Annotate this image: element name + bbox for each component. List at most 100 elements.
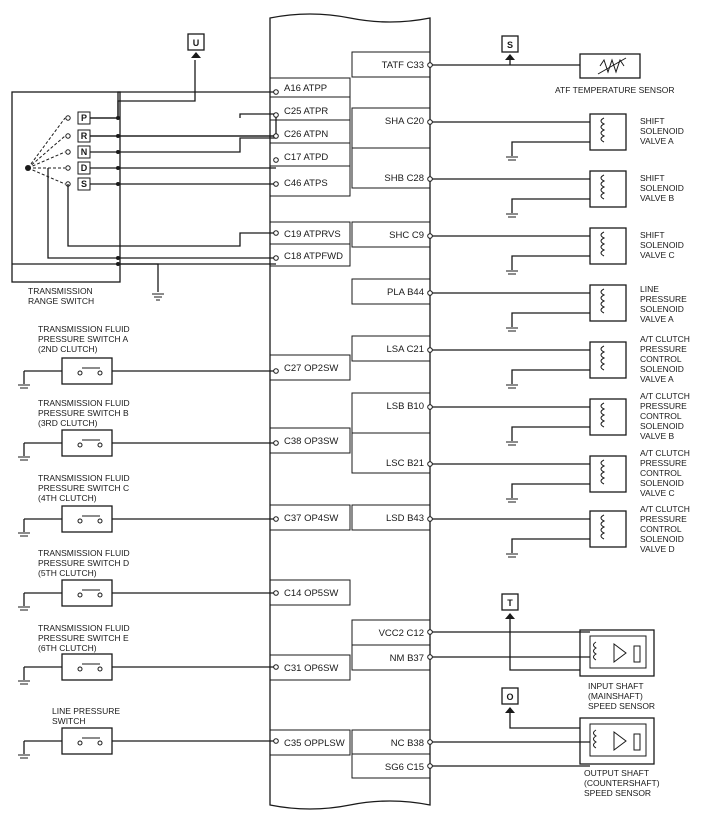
- lsc-label-2: PRESSURE: [640, 458, 687, 468]
- pressure-switch-b: [18, 429, 276, 461]
- pin-b38: NC B38: [391, 738, 424, 749]
- lsd-label-2: PRESSURE: [640, 514, 687, 524]
- ecu-body: [269, 13, 431, 810]
- op5-label-2: PRESSURE SWITCH D: [38, 558, 129, 568]
- output-shaft-label-3: SPEED SENSOR: [584, 788, 651, 798]
- transmission-range-switch: P R N D S TRANSMISSION RANGE SWITCH: [11, 91, 121, 306]
- lsa-label-3: CONTROL: [640, 354, 682, 364]
- pin-c28: SHB C28: [384, 173, 424, 184]
- connector-u-label: U: [193, 38, 200, 48]
- pin-c20: SHA C20: [385, 116, 424, 127]
- range-switch-nodes: [116, 116, 120, 266]
- op3-label-2: PRESSURE SWITCH B: [38, 408, 129, 418]
- output-shaft-label-2: (COUNTERSHAFT): [584, 778, 660, 788]
- range-pos-r: R: [81, 131, 88, 141]
- lsa-label-5: VALVE A: [640, 374, 674, 384]
- op2-label-1: TRANSMISSION FLUID: [38, 324, 130, 334]
- pin-c33: TATF C33: [382, 60, 424, 71]
- pin-c25: C25 ATPR: [284, 106, 328, 117]
- range-pos-s: S: [81, 179, 87, 189]
- op6-label-2: PRESSURE SWITCH E: [38, 633, 129, 643]
- solenoid-labels: SHIFT SOLENOID VALVE A SHIFT SOLENOID VA…: [640, 116, 690, 554]
- connector-u: U: [187, 33, 205, 58]
- lsb-label-3: CONTROL: [640, 411, 682, 421]
- atf-sensor-label: ATF TEMPERATURE SENSOR: [555, 85, 675, 95]
- lsd-label-1: A/T CLUTCH: [640, 504, 690, 514]
- right-pin-labels: TATF C33 SHA C20 SHB C28 SHC C9 PLA B44 …: [379, 60, 424, 773]
- line-pressure-switch: [18, 727, 276, 759]
- pin-c35: C35 OPPLSW: [284, 738, 345, 749]
- pressure-switch-c: [18, 505, 276, 537]
- pin-c9: SHC C9: [389, 230, 424, 241]
- output-shaft-speed-sensor: [430, 708, 655, 767]
- connector-o: O: [501, 687, 519, 713]
- connector-t-label: T: [507, 598, 513, 608]
- right-pin-boxes: [351, 51, 431, 779]
- lsc-label-4: SOLENOID: [640, 478, 684, 488]
- solenoid-grounds: [506, 156, 518, 558]
- pin-c46: C46 ATPS: [284, 178, 328, 189]
- pin-a16: A16 ATPP: [284, 83, 327, 94]
- op4-label-1: TRANSMISSION FLUID: [38, 473, 130, 483]
- ground-icon: [152, 293, 164, 301]
- lsd-label-5: VALVE D: [640, 544, 675, 554]
- pin-b10: LSB B10: [387, 401, 425, 412]
- op2-label-3: (2ND CLUTCH): [38, 344, 98, 354]
- solenoid-valves: [430, 113, 627, 553]
- sha-label-2: SOLENOID: [640, 126, 684, 136]
- input-shaft-speed-sensor: [430, 614, 655, 677]
- connector-s: S: [501, 35, 519, 65]
- lsb-label-5: VALVE B: [640, 431, 675, 441]
- pin-c19: C19 ATPRVS: [284, 229, 341, 240]
- shc-label-3: VALVE C: [640, 250, 675, 260]
- connector-s-label: S: [507, 40, 513, 50]
- lsb-label-2: PRESSURE: [640, 401, 687, 411]
- range-switch-wires: [12, 60, 277, 292]
- input-shaft-label-1: INPUT SHAFT: [588, 681, 644, 691]
- pin-c27: C27 OP2SW: [284, 363, 338, 374]
- output-shaft-label-1: OUTPUT SHAFT: [584, 768, 649, 778]
- shb-label-2: SOLENOID: [640, 183, 684, 193]
- input-shaft-label-2: (MAINSHAFT): [588, 691, 643, 701]
- op2-label-2: PRESSURE SWITCH A: [38, 334, 129, 344]
- pin-c14: C14 OP5SW: [284, 588, 338, 599]
- op6-label-3: (6TH CLUTCH): [38, 643, 97, 653]
- range-switch-label-1: TRANSMISSION: [28, 286, 93, 296]
- left-pin-labels: A16 ATPP C25 ATPR C26 ATPN C17 ATPD C46 …: [284, 83, 345, 749]
- pressure-switch-a: [18, 357, 276, 389]
- pin-c26: C26 ATPN: [284, 129, 328, 140]
- pressure-switch-d: [18, 579, 276, 611]
- pin-c18: C18 ATPFWD: [284, 251, 343, 262]
- oppl-label-2: SWITCH: [52, 716, 86, 726]
- pin-c31: C31 OP6SW: [284, 663, 338, 674]
- op6-label-1: TRANSMISSION FLUID: [38, 623, 130, 633]
- pressure-switch-labels: TRANSMISSION FLUID PRESSURE SWITCH A (2N…: [38, 324, 130, 726]
- range-switch-label-2: RANGE SWITCH: [28, 296, 94, 306]
- pin-b44: PLA B44: [387, 287, 424, 298]
- range-pos-n: N: [81, 147, 88, 157]
- shb-label-3: VALVE B: [640, 193, 675, 203]
- connection-nodes: [273, 62, 433, 769]
- pin-c21: LSA C21: [387, 344, 425, 355]
- atf-temperature-sensor: ATF TEMPERATURE SENSOR: [430, 53, 675, 95]
- pla-label-3: SOLENOID: [640, 304, 684, 314]
- range-pos-d: D: [81, 163, 88, 173]
- op4-label-2: PRESSURE SWITCH C: [38, 483, 129, 493]
- pin-c15: SG6 C15: [385, 762, 424, 773]
- shb-label-1: SHIFT: [640, 173, 665, 183]
- oppl-label-1: LINE PRESSURE: [52, 706, 120, 716]
- lsc-label-5: VALVE C: [640, 488, 675, 498]
- pin-c38: C38 OP3SW: [284, 436, 338, 447]
- lsa-label-4: SOLENOID: [640, 364, 684, 374]
- op5-label-3: (5TH CLUTCH): [38, 568, 97, 578]
- shc-label-1: SHIFT: [640, 230, 665, 240]
- lsc-label-3: CONTROL: [640, 468, 682, 478]
- lsc-label-1: A/T CLUTCH: [640, 448, 690, 458]
- pin-c12: VCC2 C12: [379, 628, 424, 639]
- pin-c17: C17 ATPD: [284, 152, 328, 163]
- sha-label-3: VALVE A: [640, 136, 674, 146]
- input-shaft-label-3: SPEED SENSOR: [588, 701, 655, 711]
- shc-label-2: SOLENOID: [640, 240, 684, 250]
- connector-o-label: O: [506, 692, 513, 702]
